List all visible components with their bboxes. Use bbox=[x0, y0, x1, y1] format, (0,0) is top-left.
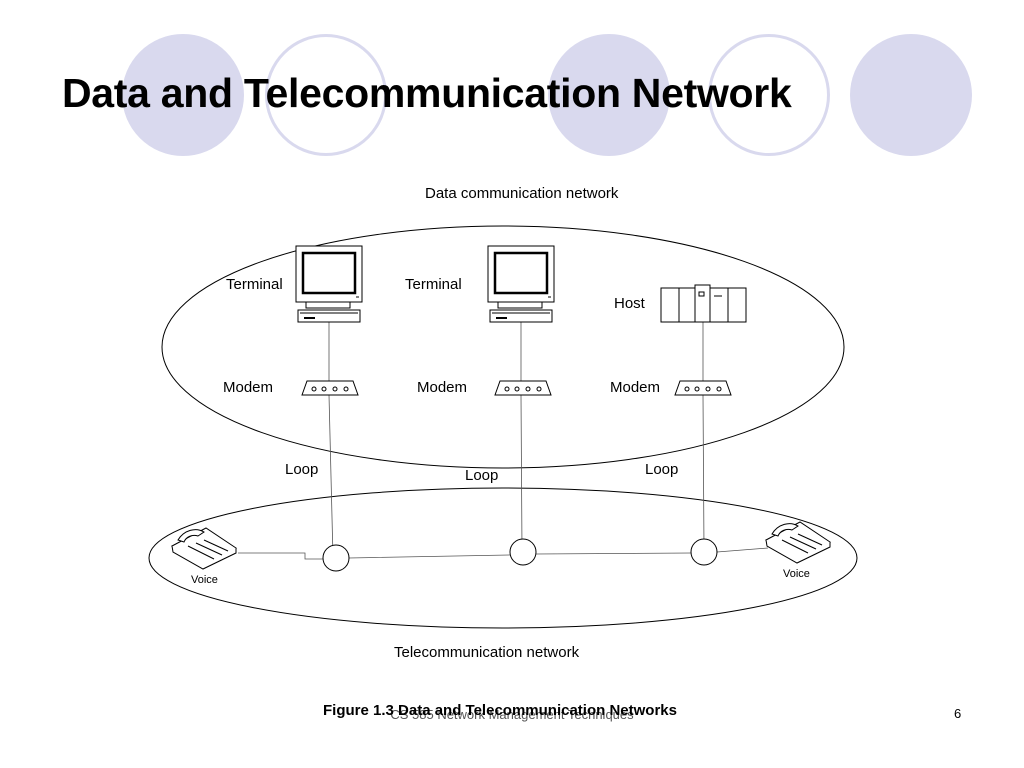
slide-title: Data and Telecommunication Network bbox=[62, 70, 792, 116]
telephone-left-icon bbox=[170, 527, 238, 570]
host-icon bbox=[660, 284, 747, 323]
slide-footer: CS 585 Network Management Techniques bbox=[390, 707, 634, 722]
loop-2-label: Loop bbox=[465, 467, 499, 484]
switch-node-3 bbox=[690, 538, 718, 566]
terminal-2-label: Terminal bbox=[405, 276, 462, 293]
voice-left-label: Voice bbox=[191, 574, 218, 586]
figure-caption: Figure 1.3 Data and Telecommunication Ne… bbox=[323, 702, 677, 719]
decorative-circle-1 bbox=[122, 34, 244, 156]
data-network-ellipse bbox=[161, 225, 845, 469]
switch-node-1 bbox=[322, 544, 350, 572]
data-network-label: Data communication network bbox=[425, 185, 619, 202]
terminal-1-icon bbox=[295, 245, 363, 323]
modem-3-label: Modem bbox=[610, 379, 661, 396]
page-number: 6 bbox=[954, 706, 962, 721]
decorative-ring-2 bbox=[708, 34, 830, 156]
decorative-ring-1 bbox=[265, 34, 387, 156]
voice-right-label: Voice bbox=[783, 568, 810, 580]
loop-wire-3 bbox=[702, 322, 705, 552]
decorative-circle-2 bbox=[548, 34, 670, 156]
modem-1-label: Modem bbox=[223, 379, 274, 396]
modem-2-label: Modem bbox=[417, 379, 468, 396]
modem-3-icon bbox=[674, 380, 732, 396]
loop-wire-1 bbox=[328, 322, 334, 559]
telecom-network-ellipse bbox=[148, 487, 858, 629]
modem-2-icon bbox=[494, 380, 552, 396]
modem-1-icon bbox=[301, 380, 359, 396]
trunk-line bbox=[238, 547, 769, 560]
switch-node-2 bbox=[509, 538, 537, 566]
terminal-2-icon bbox=[487, 245, 555, 323]
decorative-circle-3 bbox=[850, 34, 972, 156]
loop-wire-2 bbox=[520, 322, 523, 552]
loop-1-label: Loop bbox=[285, 461, 319, 478]
loop-3-label: Loop bbox=[645, 461, 679, 478]
telephone-right-icon bbox=[764, 521, 832, 564]
terminal-1-label: Terminal bbox=[226, 276, 283, 293]
host-label: Host bbox=[614, 295, 645, 312]
telecom-network-label: Telecommunication network bbox=[394, 644, 580, 661]
